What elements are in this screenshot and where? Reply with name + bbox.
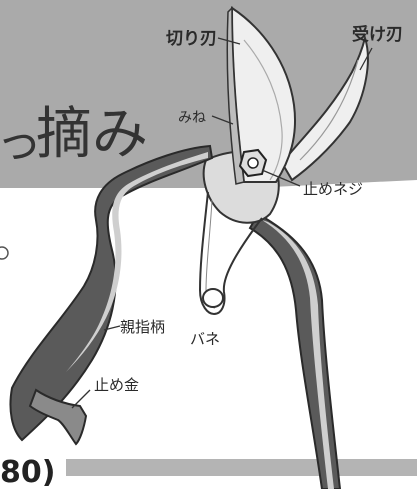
header-title: 摘み	[36, 102, 148, 167]
stop-latch	[28, 388, 88, 446]
leader-thumb-handle	[103, 325, 121, 331]
leader-receiving-blade	[359, 47, 373, 71]
label-spine: みね	[178, 110, 206, 126]
left-bullet	[0, 246, 9, 260]
footer-page-bar	[66, 459, 417, 476]
label-thumb-handle: 親指柄	[120, 318, 165, 336]
spring-coil	[202, 288, 224, 308]
spring	[198, 191, 263, 316]
cutting-blade-edge	[243, 39, 283, 181]
stop-screw-center	[247, 157, 259, 169]
header-left-glyph: っ	[0, 115, 42, 169]
leader-stop-screw	[261, 169, 301, 187]
label-spring: バネ	[190, 330, 220, 348]
page-reference: 80)	[0, 455, 55, 489]
receiving-blade	[280, 34, 369, 182]
receiving-blade-inner	[299, 59, 359, 161]
right-handle-light	[262, 220, 334, 489]
label-cutting-blade: 切り刃	[166, 29, 217, 49]
leader-spine	[211, 115, 234, 125]
blade-spine	[226, 6, 245, 185]
label-stop-screw: 止めネジ	[303, 180, 363, 198]
label-receiving-blade: 受け刃	[352, 24, 403, 45]
leader-cutting-blade	[217, 37, 241, 45]
label-stop-latch: 止め金	[94, 376, 139, 394]
right-handle-dark	[248, 212, 342, 489]
leader-stop-latch	[71, 389, 91, 409]
